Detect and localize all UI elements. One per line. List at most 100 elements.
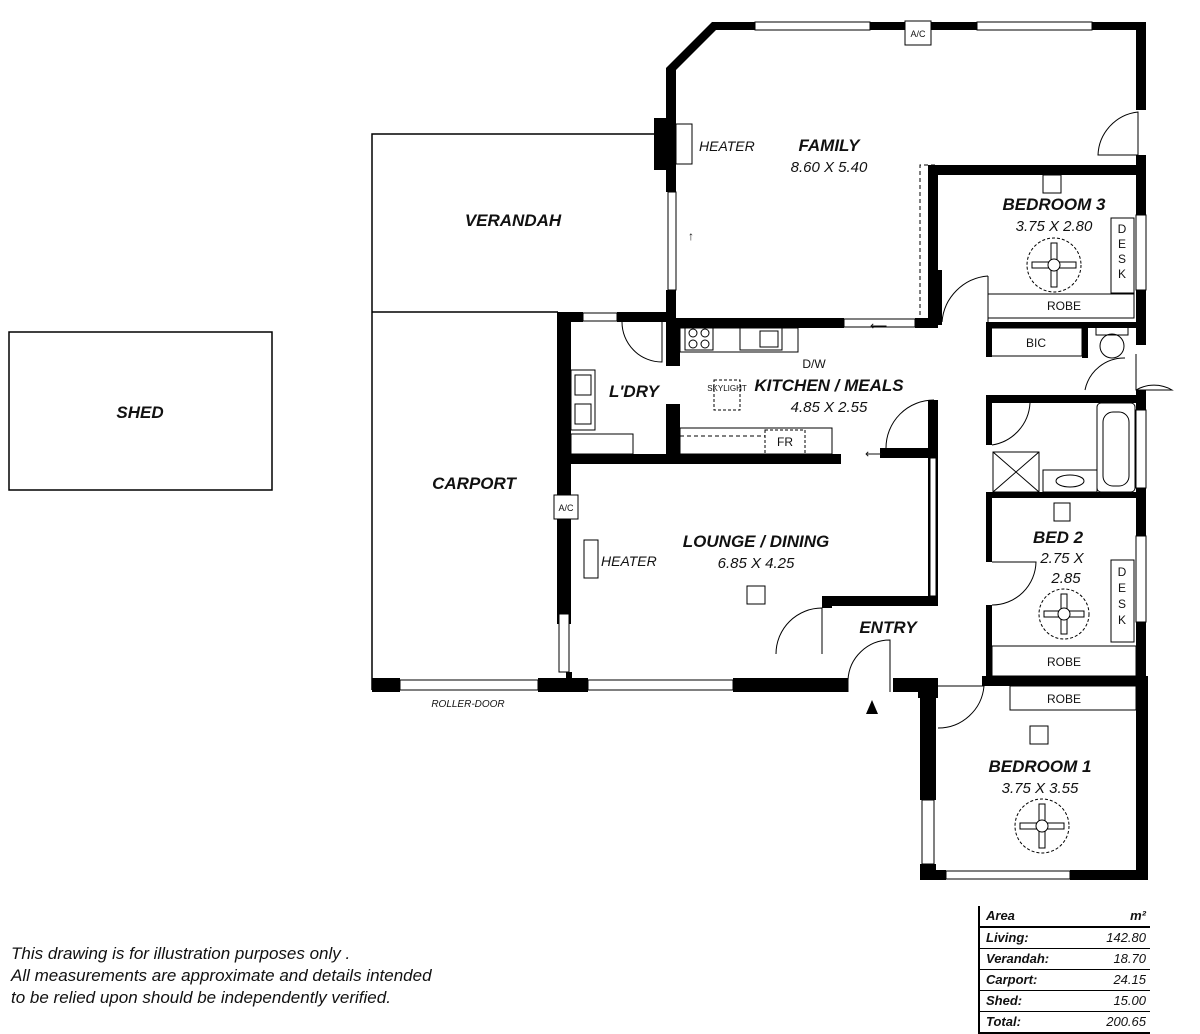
svg-text:E: E: [1118, 237, 1126, 251]
bed2-dims-line1: 2.75 X: [1039, 550, 1084, 567]
fridge-label: FR: [777, 435, 793, 449]
ceiling-fan-bed1: [1014, 798, 1070, 854]
entry-label: ENTRY: [859, 618, 918, 637]
laundry-bench: [570, 433, 634, 455]
heater-lounge-unit: [583, 539, 599, 579]
roller-door-label: ROLLER-DOOR: [431, 699, 504, 710]
disclaimer: This drawing is for illustration purpose…: [11, 943, 432, 1009]
ceiling-fan-bed3: [1026, 237, 1082, 293]
svg-text:S: S: [1118, 252, 1126, 266]
verandah-label: VERANDAH: [465, 211, 562, 230]
area-row-label: Living:: [986, 930, 1029, 945]
kitchen-door-swing: [885, 399, 935, 449]
ac-carport-label: A/C: [558, 503, 574, 513]
bed3-door-swing: [941, 275, 989, 323]
kitchen-island: [679, 427, 833, 455]
heater-lounge-label: HEATER: [601, 553, 657, 569]
bedroom1-dims: 3.75 X 3.55: [1002, 780, 1079, 797]
svg-text:K: K: [1118, 613, 1126, 627]
verandah-outline: [371, 133, 658, 690]
fridge: [764, 429, 806, 455]
bic: [987, 327, 1083, 357]
area-row-label: Carport:: [986, 972, 1038, 987]
area-row-label: Verandah:: [986, 951, 1050, 966]
svg-text:E: E: [1118, 581, 1126, 595]
vent-bed2: [1053, 502, 1071, 522]
desk-bed3-letters: D E S K: [1118, 222, 1127, 281]
disclaimer-line-1: This drawing is for illustration purpose…: [11, 944, 351, 963]
kitchen-dims: 4.85 X 2.55: [791, 399, 868, 416]
heater-family-unit: [675, 123, 693, 165]
shed-outline: [8, 331, 273, 491]
area-table: Area m² Living: 142.80 Verandah: 18.70 C…: [978, 906, 1150, 1034]
area-header-unit: m²: [1130, 908, 1146, 923]
sliding-arrow-icon: ↑: [688, 229, 694, 243]
area-total-label: Total:: [986, 1014, 1021, 1029]
desk-bed2-letters: D E S K: [1118, 565, 1127, 627]
sliding-door-arrow-icon-2: ⟵: [865, 447, 882, 461]
toilet-door-swing: [1084, 357, 1126, 391]
bedroom3-dims: 3.75 X 2.80: [1016, 218, 1093, 235]
area-table-header: Area m²: [980, 906, 1150, 928]
sink-icon: [739, 327, 783, 351]
toilet-icon: [1095, 325, 1129, 359]
vent-bed1: [1029, 725, 1049, 745]
skylight-label: SKYLIGHT: [707, 384, 747, 393]
family-door-swing: [1097, 111, 1139, 156]
floor-plan: SHED VERANDAH CARPORT: [8, 20, 1174, 880]
shed-label: SHED: [116, 403, 163, 422]
carport-label: CARPORT: [432, 474, 517, 493]
svg-text:D: D: [1118, 565, 1127, 579]
cooktop-icon: [684, 325, 714, 351]
area-total-value: 200.65: [1106, 1014, 1146, 1029]
bed1-door-swing: [937, 685, 985, 729]
desk-bed2: [1110, 559, 1135, 643]
svg-text:K: K: [1118, 267, 1126, 281]
bed2-door-swing: [991, 561, 1037, 606]
bedroom3-label: BEDROOM 3: [1003, 195, 1107, 214]
area-row-value: 18.70: [1113, 951, 1146, 966]
skylight: [713, 379, 741, 411]
area-row-label: Shed:: [986, 993, 1023, 1008]
area-row-value: 24.15: [1113, 972, 1146, 987]
family-label: FAMILY: [798, 136, 861, 155]
area-row-carport: Carport: 24.15: [980, 970, 1150, 991]
exterior-walls: [372, 22, 1148, 880]
vent-lounge: [746, 585, 766, 605]
kitchen-label: KITCHEN / MEALS: [754, 376, 904, 395]
entry-door-swing: [847, 639, 891, 692]
bed2-dims-line2: 2.85: [1050, 570, 1081, 587]
fireplace: [654, 118, 676, 170]
lounge-dims: 6.85 X 4.25: [718, 555, 795, 572]
disclaimer-line-3: to be relied upon should be independentl…: [11, 988, 391, 1007]
robe-bed2: [991, 645, 1137, 677]
family-dims: 8.60 X 5.40: [791, 159, 868, 176]
svg-text:D: D: [1118, 222, 1127, 236]
shower: [992, 451, 1040, 493]
area-header-label: Area: [986, 908, 1015, 923]
desk-bed3: [1110, 217, 1135, 294]
vent-bed3: [1042, 174, 1062, 194]
family-dashed-line: [919, 164, 935, 320]
robe-bed1: [1009, 685, 1137, 711]
dw-label: D/W: [802, 357, 826, 371]
disclaimer-line-2: All measurements are approximate and det…: [11, 966, 432, 985]
bath-door-swing: [991, 402, 1031, 446]
area-row-verandah: Verandah: 18.70: [980, 949, 1150, 970]
heater-family-label: HEATER: [699, 138, 755, 154]
bic-label: BIC: [1026, 336, 1046, 350]
robe-bed1-label: ROBE: [1047, 692, 1081, 706]
bathtub: [1096, 402, 1136, 493]
lounge-label: LOUNGE / DINING: [683, 532, 829, 551]
sliding-door-arrow-icon: ⟵: [870, 319, 887, 333]
laundry-label: L'DRY: [609, 382, 661, 401]
side-door-swing: [1135, 354, 1174, 391]
ac-unit-carport: [553, 494, 579, 520]
area-row-value: 15.00: [1113, 993, 1146, 1008]
robe-bed2-label: ROBE: [1047, 655, 1081, 669]
area-row-value: 142.80: [1106, 930, 1146, 945]
laundry-door-swing: [621, 321, 663, 363]
svg-text:S: S: [1118, 597, 1126, 611]
bed2-label: BED 2: [1033, 528, 1084, 547]
windows: [399, 21, 1147, 880]
